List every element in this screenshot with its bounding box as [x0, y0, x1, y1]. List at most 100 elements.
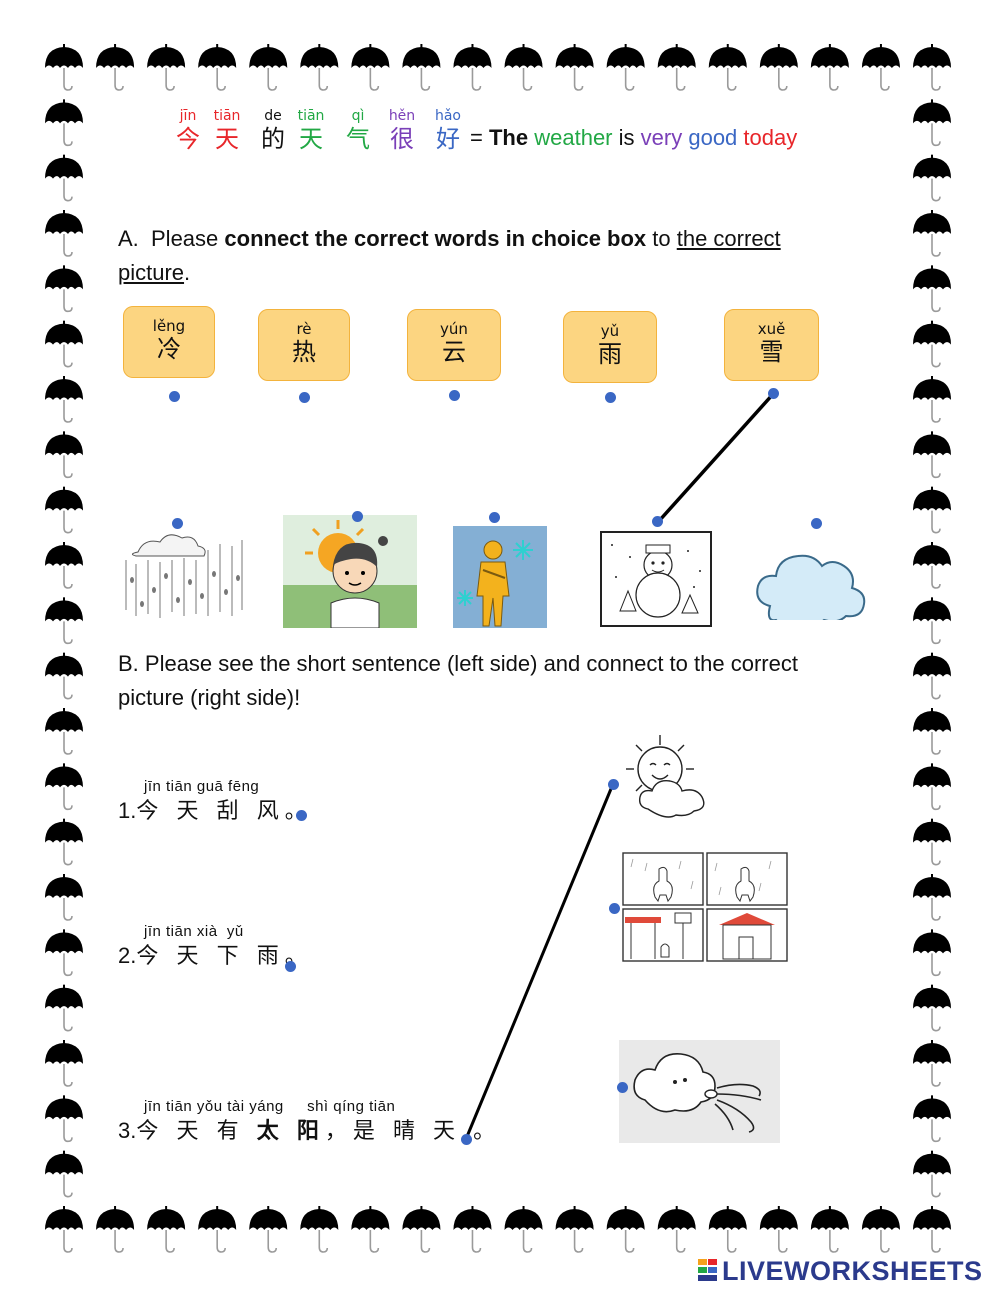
umbrella-icon [912, 817, 952, 866]
sentence-number: 3. [118, 1118, 137, 1143]
instruction-a-middle: to [646, 226, 677, 251]
choice-dot-re[interactable] [299, 392, 310, 403]
umbrella-icon [912, 98, 952, 147]
title-hanzi: 的 [261, 125, 285, 153]
title-weather: weather [534, 125, 613, 150]
rainy-comic-picture[interactable] [621, 851, 789, 964]
instruction-a-prefix: A. Please [118, 226, 225, 251]
right-picture-dot-1[interactable] [608, 779, 619, 790]
title-hanzi: 天 [299, 125, 323, 153]
choice-hanzi: 云 [442, 338, 466, 366]
umbrella-icon [44, 153, 84, 202]
title-equals: = [470, 125, 483, 150]
picture-dot-cold[interactable] [489, 512, 500, 523]
sun-cloud-picture[interactable] [620, 733, 716, 819]
picture-dot-hot[interactable] [352, 511, 363, 522]
umbrella-icon [809, 43, 850, 91]
umbrella-icon [44, 430, 84, 479]
right-picture-dot-3[interactable] [617, 1082, 628, 1093]
title-the: The [488, 125, 529, 150]
choice-dot-yun[interactable] [449, 390, 460, 401]
title-pinyin: jīn [179, 108, 197, 124]
choice-dot-yu[interactable] [605, 392, 616, 403]
umbrella-icon [656, 43, 697, 91]
picture-dot-cloud[interactable] [811, 518, 822, 529]
rain-picture[interactable] [118, 530, 248, 620]
cold-person-picture[interactable] [453, 526, 547, 628]
umbrella-icon [912, 1149, 952, 1198]
sentence-hanzi-bold: 太 阳 [256, 1118, 325, 1143]
sentence-dot-1[interactable] [296, 810, 307, 821]
title-translation: = The weather is very good today [470, 125, 797, 151]
umbrella-icon [707, 1205, 748, 1253]
umbrella-icon [44, 43, 84, 91]
umbrella-icon [44, 928, 84, 977]
umbrella-icon [44, 98, 84, 147]
sentence-text: 1.今 天 刮 风。 [118, 796, 313, 826]
choice-hanzi: 热 [292, 338, 316, 366]
hot-sun-picture[interactable] [283, 515, 417, 628]
umbrella-icon [912, 43, 952, 91]
umbrella-icon [248, 1205, 289, 1253]
umbrella-icon [452, 1205, 493, 1253]
umbrella-icon [554, 43, 595, 91]
umbrella-icon [44, 651, 84, 700]
choice-dot-leng[interactable] [169, 391, 180, 402]
choice-dot-xue[interactable] [768, 388, 779, 399]
umbrella-icon [758, 1205, 799, 1253]
title-hanzi: 今 [176, 125, 200, 153]
instruction-a-underlined-2: picture [118, 260, 185, 285]
sentence-hanzi: 今 天 下 雨。 [136, 943, 313, 968]
sentence-hanzi: ，是 晴 天 。 [324, 1118, 502, 1143]
instruction-b-line2: picture (right side)! [118, 685, 301, 710]
sentence-pinyin: jīn tiān guā fēng [144, 778, 260, 795]
umbrella-icon [299, 43, 340, 91]
snowman-picture[interactable] [600, 531, 712, 627]
umbrella-icon [452, 43, 493, 91]
umbrella-icon [912, 153, 952, 202]
title-today: today [743, 125, 798, 150]
umbrella-icon [656, 1205, 697, 1253]
picture-dot-rain[interactable] [172, 518, 183, 529]
instruction-a-end: . [184, 260, 191, 285]
umbrella-icon [912, 651, 952, 700]
picture-dot-snow[interactable] [652, 516, 663, 527]
sentence-dot-3[interactable] [461, 1134, 472, 1145]
umbrella-icon [44, 319, 84, 368]
sentence-number: 1. [118, 798, 137, 823]
instruction-a-bold: connect the correct words in choice box [224, 226, 647, 251]
umbrella-icon [912, 375, 952, 423]
umbrella-icon [401, 43, 442, 91]
sentence-hanzi: 今 天 刮 风。 [136, 798, 313, 823]
umbrella-icon [44, 707, 84, 755]
umbrella-icon [44, 762, 84, 811]
liveworksheets-brand: LIVEWORKSHEETS [722, 1256, 983, 1286]
umbrella-icon [350, 43, 391, 91]
sentence-1: jīn tiān guā fēng 1.今 天 刮 风。 [118, 778, 313, 826]
umbrella-icon [912, 873, 952, 921]
right-picture-dot-2[interactable] [609, 903, 620, 914]
umbrella-icon [912, 209, 952, 257]
title-pinyin: de [264, 108, 282, 124]
liveworksheets-logo-icon [698, 1259, 717, 1281]
umbrella-icon [95, 43, 136, 91]
umbrella-icon [44, 873, 84, 921]
wind-cloud-picture[interactable] [619, 1040, 780, 1143]
title-hanzi: 很 [390, 125, 414, 153]
umbrella-icon [44, 485, 84, 534]
umbrella-icon [912, 541, 952, 589]
choice-hanzi: 雨 [598, 340, 622, 368]
sentence-dot-2[interactable] [285, 961, 296, 972]
umbrella-icon [860, 43, 901, 91]
title-pinyin: hěn [388, 108, 416, 124]
cloud-picture[interactable] [752, 546, 870, 620]
sentence-text: 2.今 天 下 雨。 [118, 941, 313, 971]
